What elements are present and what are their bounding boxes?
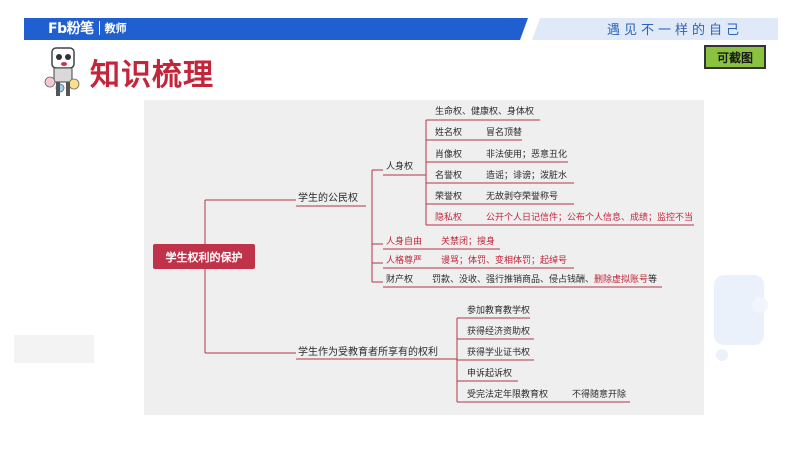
brand-tag: 教师 xyxy=(104,22,127,35)
node-property-example: 罚款、没收、强行推销商品、侵占钱酬、删除虚拟账号等 xyxy=(432,275,657,286)
item-compulsory-education: 受完法定年限教育权 xyxy=(467,390,549,400)
item-participate-teaching: 参加教育教学权 xyxy=(467,306,531,316)
item-privacy-example: 公开个人日记信件；公布个人信息、成绩；监控不当 xyxy=(486,213,694,223)
item-reputation-example: 造谣；诽谤；泼脏水 xyxy=(486,171,568,181)
page-title: 知识梳理 xyxy=(90,58,214,93)
branch-learner-rights: 学生作为受教育者所享有的权利 xyxy=(298,347,438,358)
item-honor-right: 荣誉权 xyxy=(435,192,463,202)
brand-logo: Fb粉笔 教师 xyxy=(48,18,127,38)
screenshot-badge: 可截图 xyxy=(704,45,766,69)
item-portrait-right: 肖像权 xyxy=(435,150,463,160)
node-personal-rights: 人身权 xyxy=(386,162,414,172)
node-personal-freedom: 人身自由 xyxy=(386,237,423,247)
property-example-suffix: 等 xyxy=(648,275,658,285)
item-life-rights: 生命权、健康权、身体权 xyxy=(435,107,535,117)
property-example-prefix: 罚款、没收、强行推销商品、侵占钱酬、 xyxy=(432,275,595,285)
item-compulsory-education-example: 不得随意开除 xyxy=(572,390,627,400)
node-personal-dignity-example: 谩骂；体罚、变相体罚；起绰号 xyxy=(441,256,568,266)
item-reputation-right: 名誉权 xyxy=(435,171,463,181)
decorative-bubbles xyxy=(714,275,768,361)
item-financial-aid: 获得经济资助权 xyxy=(467,327,531,337)
brand-name: Fb粉笔 xyxy=(48,21,94,37)
property-example-highlight: 删除虚拟账号 xyxy=(594,275,649,285)
decorative-blob xyxy=(14,335,94,363)
node-property-right: 财产权 xyxy=(386,275,414,285)
item-honor-example: 无故剥夺荣誉称号 xyxy=(486,192,559,202)
node-personal-freedom-example: 关禁闭；搜身 xyxy=(441,237,496,247)
item-name-example: 冒名顶替 xyxy=(486,128,523,138)
item-portrait-example: 非法使用；恶意丑化 xyxy=(486,150,568,160)
branch-citizen-rights: 学生的公民权 xyxy=(298,193,358,204)
item-appeal-sue: 申诉起诉权 xyxy=(467,369,513,379)
slogan: 遇见不一样的自己 xyxy=(606,23,743,38)
node-personal-dignity: 人格尊严 xyxy=(386,256,423,266)
item-name-right: 姓名权 xyxy=(435,128,463,138)
brand-divider xyxy=(98,21,100,35)
item-privacy-right: 隐私权 xyxy=(435,213,463,223)
item-certificate: 获得学业证书权 xyxy=(467,348,531,358)
mascot-icon xyxy=(44,47,80,96)
mindmap-root: 学生权利的保护 xyxy=(153,244,255,269)
header-band xyxy=(24,18,778,40)
